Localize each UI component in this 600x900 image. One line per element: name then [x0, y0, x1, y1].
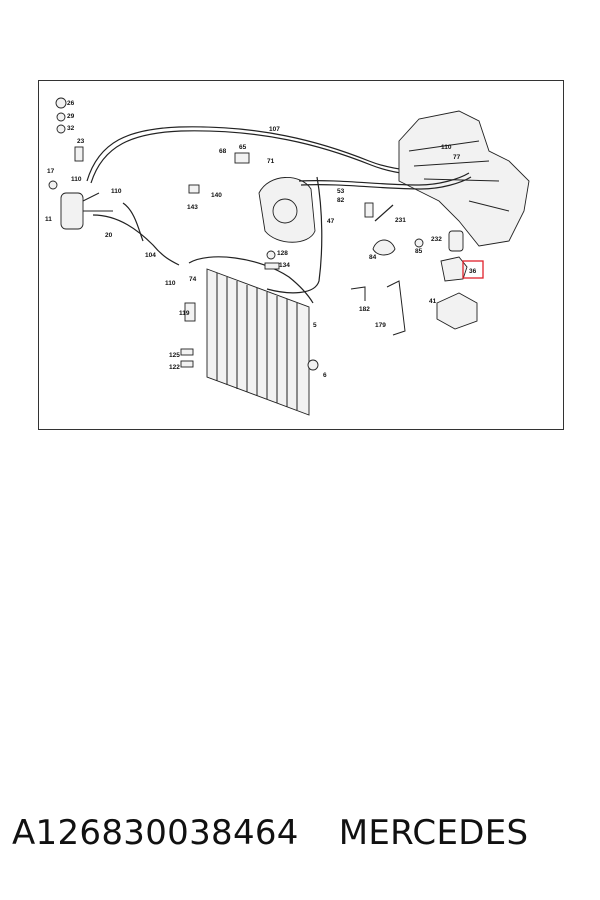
callout-label: 182 — [359, 306, 370, 313]
drier-11 — [60, 192, 84, 230]
hose-104 — [92, 214, 180, 266]
callout-label: 110 — [71, 176, 82, 183]
part-134 — [264, 262, 280, 270]
part-232 — [448, 230, 464, 252]
callout-label: 119 — [179, 310, 190, 317]
drier-line — [82, 192, 113, 212]
callout-label: 17 — [47, 168, 55, 175]
callout-label: 77 — [453, 154, 461, 161]
engine-block — [398, 110, 530, 247]
part-26 — [55, 97, 67, 109]
callout-label: 68 — [219, 148, 227, 155]
highlight-box — [462, 260, 484, 279]
callout-label: 6 — [323, 372, 327, 379]
part-122 — [180, 360, 194, 368]
callout-label: 84 — [369, 254, 377, 261]
callout-label: 32 — [67, 125, 75, 132]
callout-label: 23 — [77, 138, 85, 145]
callout-label: 11 — [45, 216, 52, 223]
bracket-182 — [350, 286, 366, 301]
hose-47 — [266, 176, 323, 294]
part-32 — [56, 124, 66, 134]
label-layer: 2629322317110111102010410768657114314053… — [45, 100, 477, 379]
part-6 — [307, 359, 319, 371]
callout-label: 125 — [169, 352, 180, 359]
part-84 — [372, 239, 396, 256]
callout-label: 143 — [187, 204, 198, 211]
compressor-pulley — [272, 198, 298, 224]
brand-name: MERCEDES — [338, 813, 529, 853]
part-82 — [364, 202, 374, 218]
part-231 — [374, 204, 394, 222]
callout-label: 134 — [279, 262, 290, 269]
callout-label: 110 — [165, 280, 176, 287]
callout-label: 36 — [469, 268, 477, 275]
callout-label: 53 — [337, 188, 345, 195]
part-125 — [180, 348, 194, 356]
callout-label: 232 — [431, 236, 442, 243]
hose-53-inner — [300, 176, 472, 190]
part-36-switch — [440, 256, 468, 282]
callout-label: 110 — [111, 188, 122, 195]
part-17 — [48, 180, 58, 190]
hose-53 — [298, 172, 470, 186]
callout-label: 128 — [277, 250, 288, 257]
part-143 — [188, 184, 200, 194]
callout-label: 20 — [105, 232, 113, 239]
part-number: A126830038464 — [12, 813, 299, 853]
callout-label: 74 — [189, 276, 197, 283]
callout-label: 107 — [269, 126, 280, 133]
bracket-179 — [386, 280, 406, 336]
callout-label: 231 — [395, 217, 406, 224]
condenser-5 — [206, 268, 310, 416]
diagram-canvas: 2629322317110111102010410768657114314053… — [45, 97, 530, 416]
part-119 — [184, 302, 196, 322]
callout-label: 5 — [313, 322, 317, 329]
condenser-fins — [216, 273, 298, 410]
part-41 — [436, 292, 478, 330]
callout-label: 140 — [211, 192, 222, 199]
callout-label: 179 — [375, 322, 386, 329]
hose-104-b — [122, 202, 144, 242]
part-68 — [234, 152, 250, 164]
callout-label: 85 — [415, 248, 423, 255]
callout-label: 29 — [67, 113, 75, 120]
part-23 — [74, 146, 84, 162]
part-29 — [56, 112, 66, 122]
part-85 — [414, 238, 424, 248]
callout-label: 104 — [145, 252, 156, 259]
condenser-pipe — [188, 256, 314, 304]
callout-label: 82 — [337, 197, 345, 204]
callout-label: 65 — [239, 144, 247, 151]
callout-label: 110 — [441, 144, 452, 151]
callout-label: 26 — [67, 100, 75, 107]
callout-label: 71 — [267, 158, 275, 165]
callout-label: 47 — [327, 218, 335, 225]
engine-detail — [408, 140, 510, 212]
callout-label: 122 — [169, 364, 180, 371]
callout-label: 41 — [429, 298, 437, 305]
caption: A126830038464 MERCEDES — [12, 808, 592, 858]
part-128 — [266, 250, 276, 260]
